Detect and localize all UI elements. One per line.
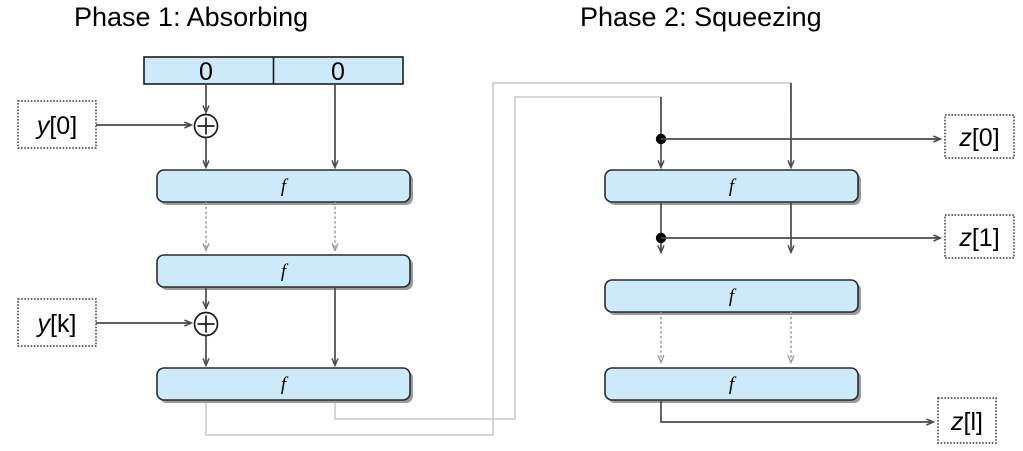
state-register: 0 0	[143, 56, 404, 86]
state-register-right-value: 0	[331, 58, 345, 86]
p1-permutation-block-3: f	[156, 367, 413, 403]
p2-permutation-block-1: f	[604, 169, 861, 205]
input-box-yk: y[k]	[17, 298, 97, 347]
output-label-z1: z[1]	[958, 224, 999, 252]
p1-permutation-block-2: f	[156, 254, 413, 290]
input-label-yk: y[k]	[36, 310, 77, 338]
output-box-z1: z[1]	[944, 214, 1015, 259]
output-box-z0: z[0]	[944, 114, 1015, 159]
p1-f-label-3: f	[281, 374, 289, 395]
p2-permutation-block-3: f	[604, 367, 861, 403]
phase-2-title: Phase 2: Squeezing	[580, 2, 822, 32]
state-register-left-value: 0	[199, 58, 213, 86]
xor-gate-2	[193, 311, 219, 337]
p1-f-label-2: f	[281, 261, 289, 282]
phase-1-title: Phase 1: Absorbing	[74, 2, 309, 32]
p2-f3-to-zl-arrow	[660, 400, 933, 422]
input-label-y0: y[0]	[35, 112, 77, 140]
output-box-zl: z[l]	[937, 397, 997, 444]
p1-permutation-block-1: f	[156, 169, 413, 205]
p1-f-label-1: f	[281, 176, 289, 197]
output-label-zl: z[l]	[950, 408, 983, 436]
p2-f-label-2: f	[729, 286, 737, 307]
xor-gate-1	[193, 113, 219, 139]
p2-permutation-block-2: f	[604, 279, 861, 315]
p2-f-label-3: f	[729, 374, 737, 395]
input-box-y0: y[0]	[17, 100, 97, 149]
p2-f-label-1: f	[729, 176, 737, 197]
output-label-z0: z[0]	[958, 124, 999, 152]
